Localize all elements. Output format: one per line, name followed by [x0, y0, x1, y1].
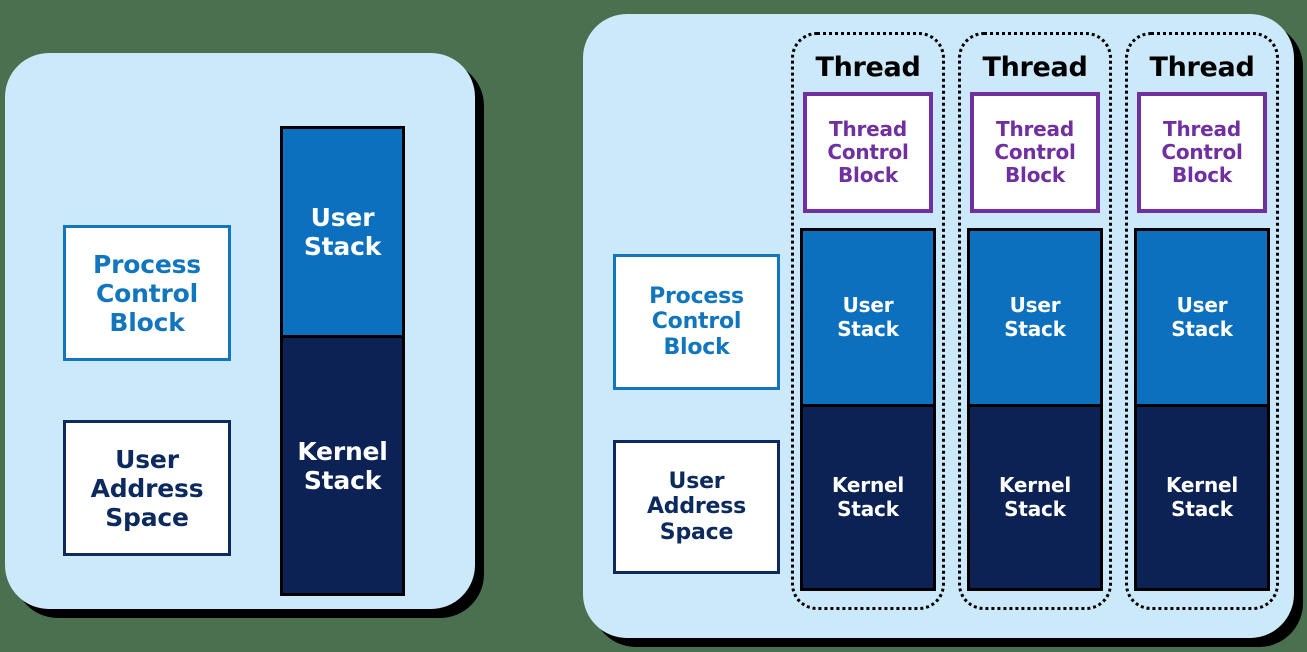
- thread-title-1: Thread: [815, 52, 921, 83]
- thread-column-3[interactable]: [1125, 32, 1279, 610]
- thread-column-1[interactable]: [791, 32, 945, 610]
- thread-title-3: Thread: [1149, 52, 1255, 83]
- thread-column-2[interactable]: [958, 32, 1112, 610]
- thread-title-2: Thread: [982, 52, 1088, 83]
